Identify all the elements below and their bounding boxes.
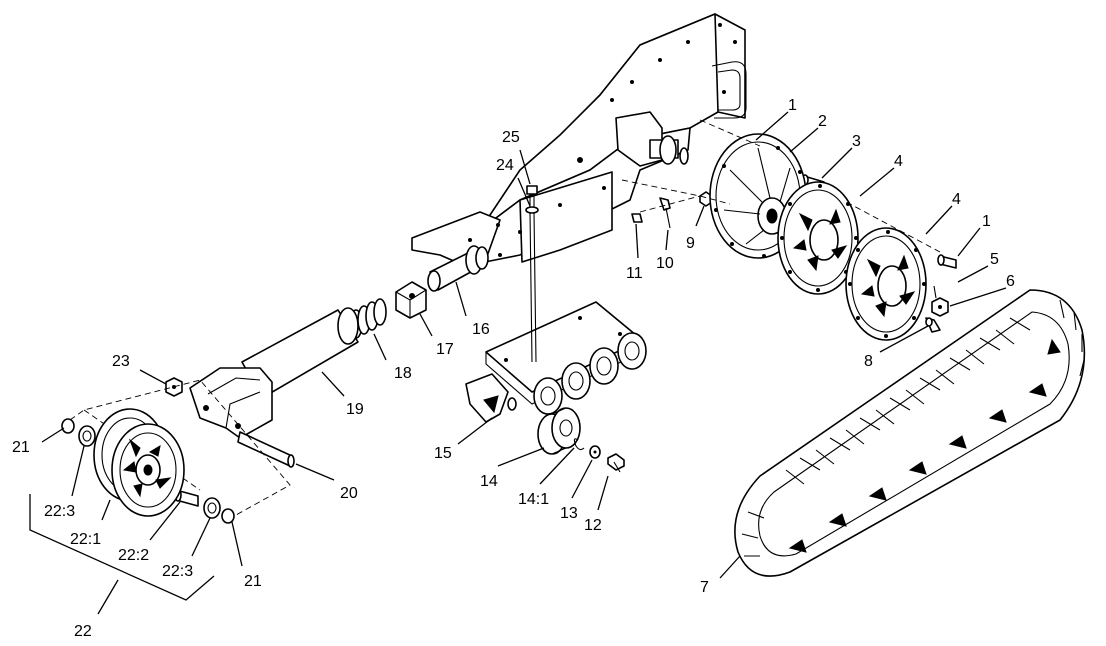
sprocket-ring-inner [845,227,927,341]
callout-3: 3 [852,133,861,150]
adjuster-block [395,281,427,319]
callout-22-3: 22:3 [162,563,193,580]
callout-11: 11 [626,265,643,282]
callout-9: 9 [686,235,695,252]
callout-22: 22 [74,623,92,640]
snap-ring [573,438,585,451]
callout-14-1: 14:1 [518,491,549,508]
tension-cylinder [189,298,387,439]
callout-labels: 1 2 3 4 4 1 5 6 7 8 9 10 11 12 13 14 14:… [12,97,1015,640]
callout-22-2: 22:2 [118,547,149,564]
callout-21: 21 [12,439,30,456]
callout-22-1: 22:1 [70,531,101,548]
leader-lines [29,111,1007,615]
callout-1: 1 [788,97,797,114]
idler-pin [237,431,295,468]
callout-13: 13 [560,505,578,522]
callout-8: 8 [864,353,873,370]
callout-23: 23 [112,353,130,370]
callout-12: 12 [584,517,602,534]
callout-25: 25 [502,129,520,146]
callout-14: 14 [480,473,498,490]
callout-15: 15 [434,445,452,462]
mounting-bolt [525,185,539,214]
callout-21: 21 [244,573,262,590]
callout-24: 24 [496,157,514,174]
callout-22-3: 22:3 [44,503,75,520]
sprocket-hardware [925,254,957,333]
callout-2: 2 [818,113,827,130]
callout-4: 4 [894,153,903,170]
callout-6: 6 [1006,273,1015,290]
idler-axle [427,245,489,292]
callout-7: 7 [700,579,709,596]
callout-16: 16 [472,321,490,338]
roller-carriage [465,211,647,423]
frame-hardware [631,191,713,229]
callout-17: 17 [436,341,454,358]
bogie-roller [537,407,581,455]
callout-10: 10 [656,255,674,272]
sprocket-ring-outer [777,181,859,295]
rubber-track [734,289,1086,577]
callout-5: 5 [990,251,999,268]
frame-assembly [411,13,747,269]
callout-4: 4 [952,191,961,208]
callout-19: 19 [346,401,364,418]
roller-washer [589,445,601,459]
callout-1: 1 [982,213,991,230]
callout-18: 18 [394,365,412,382]
roller-bolt [607,453,625,473]
idler-wheel-assembly [61,379,291,524]
callout-20: 20 [340,485,358,502]
